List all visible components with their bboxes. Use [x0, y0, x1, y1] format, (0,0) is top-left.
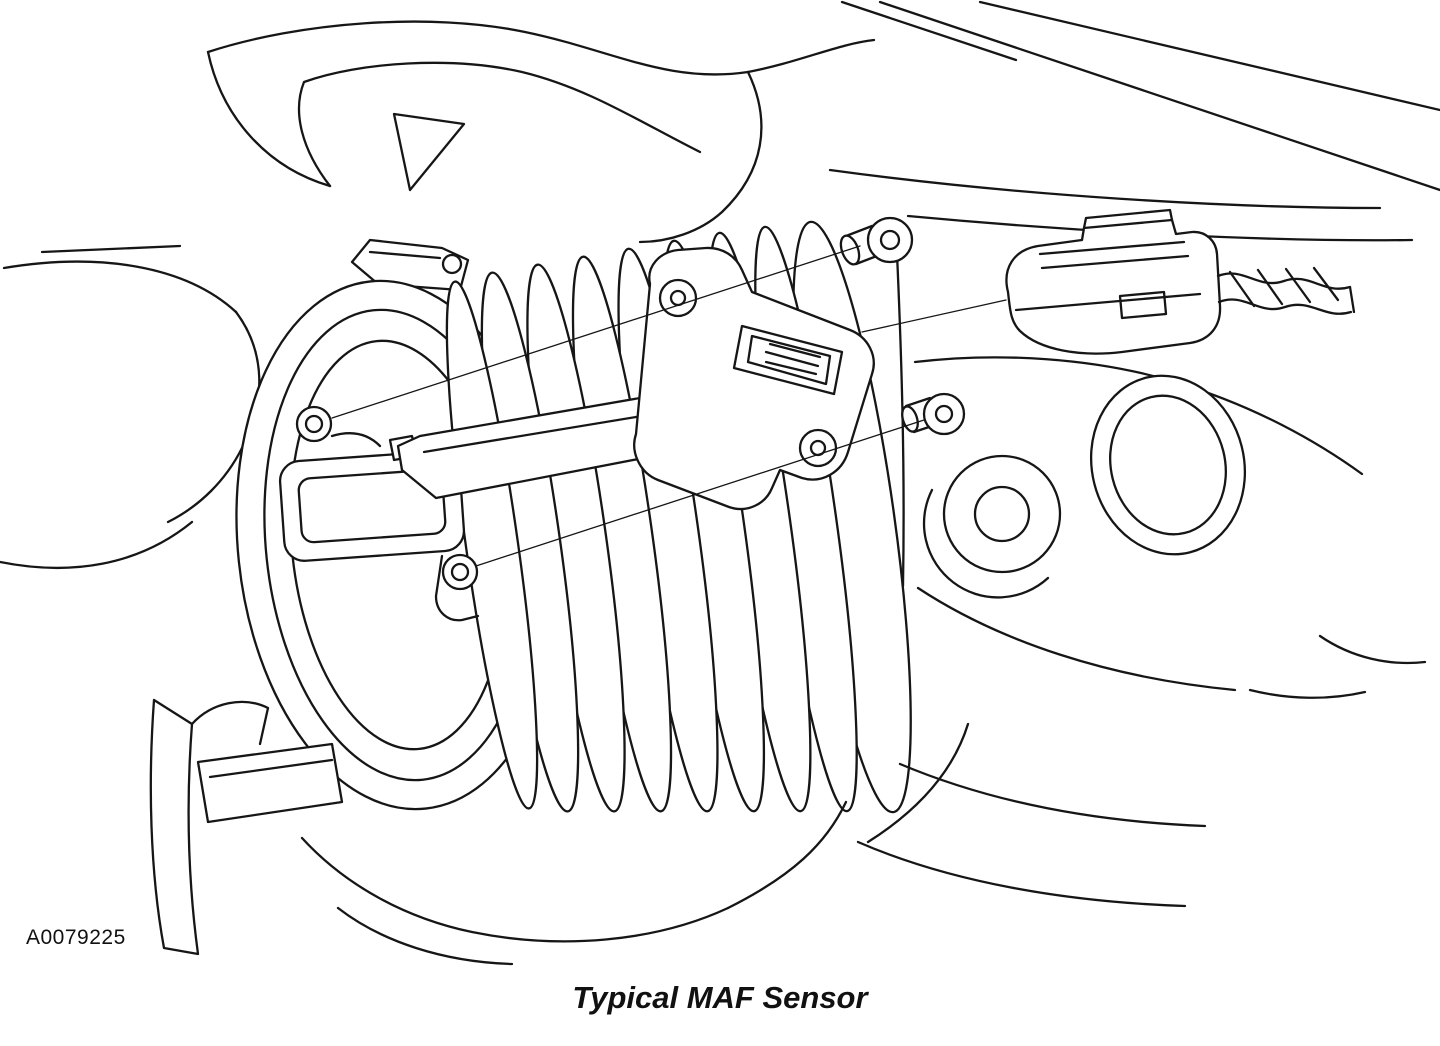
mounting-screw-lower [901, 392, 966, 436]
figure-code: A0079225 [26, 926, 126, 949]
leader-lines [331, 245, 1007, 567]
mounting-screw-upper [839, 216, 914, 266]
sensor-screw-hole-upper [658, 278, 698, 318]
electrical-connector [1005, 208, 1356, 355]
hood-cowl-background [206, 0, 1440, 244]
lower-duct-shapes [300, 722, 970, 966]
maf-sensor [388, 246, 875, 511]
flange-mount-hole-upper [295, 405, 333, 443]
sensor-socket [732, 324, 844, 396]
engine-background-right [856, 230, 1427, 908]
air-cleaner-housing [0, 238, 470, 570]
sensor-screw-hole-lower [798, 428, 838, 468]
flange-mount-hole-lower [441, 553, 479, 591]
wiring-harness [1216, 266, 1356, 315]
bottom-strap [149, 698, 344, 956]
figure-caption: Typical MAF Sensor [572, 980, 868, 1015]
